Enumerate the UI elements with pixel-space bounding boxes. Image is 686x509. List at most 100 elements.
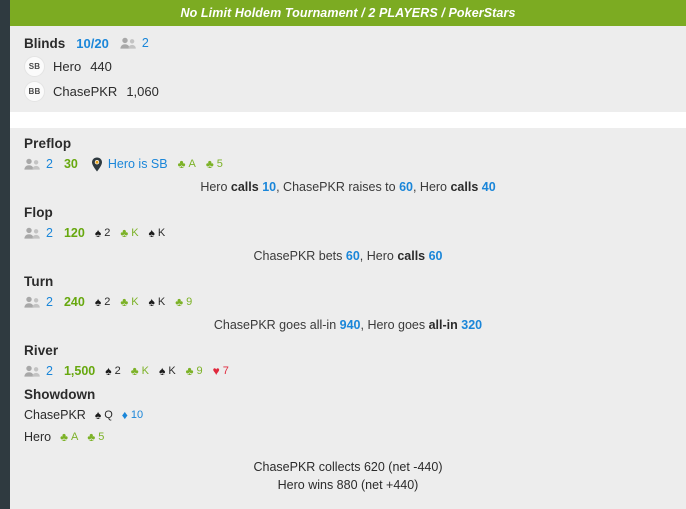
card: ♣ A [60, 431, 78, 443]
card-rank: K [141, 364, 149, 377]
board-cards: ♠ 2 ♣ K ♠ K ♣ 9 [85, 296, 192, 308]
seat-name-bb: ChasePKR [53, 84, 118, 99]
card: ♠ 2 [95, 227, 111, 239]
card: ♣ 9 [175, 296, 192, 308]
spade-icon: ♠ [94, 225, 102, 240]
heart-icon: ♥ [212, 363, 220, 378]
card: ♠ 2 [105, 365, 121, 377]
action-text: Hero calls 10, ChasePKR raises to 60, He… [200, 180, 496, 194]
spade-icon: ♠ [148, 225, 155, 240]
spade-icon: ♠ [105, 363, 112, 378]
street-title: Preflop [24, 136, 72, 151]
card: ♣ 9 [186, 365, 203, 377]
people-icon [24, 227, 41, 239]
left-rail [0, 0, 10, 509]
card: ♠ 2 [95, 296, 111, 308]
card-rank: 7 [222, 364, 229, 377]
spade-icon: ♠ [148, 294, 155, 309]
hero-hole-cards: ♣ A ♣ 5 [168, 158, 223, 170]
street-title: River [24, 343, 59, 358]
action-line: Hero calls 10, ChasePKR raises to 60, He… [10, 174, 686, 200]
street-title: Flop [24, 205, 53, 220]
club-icon: ♣ [87, 430, 96, 444]
street-info: 2 120 ♠ 2 ♣ K ♠ K [10, 222, 686, 243]
seat-stack-sb: 440 [90, 59, 112, 74]
card-rank: K [157, 226, 166, 239]
action-text: ChasePKR bets 60, Hero calls 60 [253, 249, 443, 263]
results-block: ChasePKR collects 620 (net -440) Hero wi… [10, 448, 686, 494]
street-preflop: Preflop 2 30 [10, 133, 686, 202]
board-cards: ♠ 2 ♣ K ♠ K ♣ 9 [95, 365, 229, 377]
card: ♣ K [120, 227, 138, 239]
position-note: Hero is SB [107, 156, 168, 171]
club-icon: ♣ [60, 430, 68, 444]
result-line: ChasePKR collects 620 (net -440) [253, 460, 443, 474]
spade-icon: ♠ [94, 294, 102, 309]
card: ♣ A [178, 158, 196, 170]
people-icon [24, 296, 41, 308]
club-icon: ♣ [185, 363, 194, 378]
club-icon: ♣ [120, 294, 129, 309]
showdown-player-name: ChasePKR [24, 408, 86, 422]
seat-row-sb: SB Hero 440 [10, 54, 686, 79]
seat-row-bb: BB ChasePKR 1,060 [10, 79, 686, 104]
blinds-player-count: 2 [141, 36, 149, 50]
club-icon: ♣ [175, 294, 184, 309]
street-pot: 30 [63, 156, 78, 171]
section-divider [10, 112, 686, 128]
board-cards: ♠ 2 ♣ K ♠ K [85, 227, 165, 239]
street-flop: Flop 2 120 ♠ [10, 202, 686, 271]
content-column: No Limit Holdem Tournament / 2 PLAYERS /… [10, 0, 686, 509]
card-rank: K [131, 226, 139, 239]
card-rank: A [188, 157, 196, 170]
card-rank: K [131, 295, 139, 308]
showdown-row-chasepkr: ChasePKR ♠ Q ♦ 10 [10, 404, 686, 426]
blinds-levels: 10/20 [76, 35, 109, 51]
street-pot: 120 [63, 225, 85, 240]
card-rank: 10 [130, 409, 144, 421]
street-info: 2 240 ♠ 2 ♣ K ♠ K [10, 291, 686, 312]
position-badge-bb: BB [24, 81, 45, 102]
card-rank: 5 [98, 431, 105, 443]
street-player-count: 2 [46, 225, 53, 240]
club-icon: ♣ [120, 225, 129, 240]
showdown-title: Showdown [24, 387, 96, 402]
street-info: 2 1,500 ♠ 2 ♣ K ♠ K [10, 360, 686, 381]
street-info: 2 30 Hero is SB ♣ [10, 153, 686, 174]
card-rank: K [157, 295, 166, 308]
card-rank: 9 [196, 364, 203, 377]
card: ♣ K [120, 296, 138, 308]
action-line: ChasePKR bets 60, Hero calls 60 [10, 243, 686, 269]
street-pot: 1,500 [63, 363, 96, 378]
street-player-count: 2 [46, 363, 53, 378]
seat-name-sb: Hero [53, 59, 82, 74]
card: ♣ K [131, 365, 149, 377]
card: ♠ K [149, 227, 166, 239]
streets-panel: Preflop 2 30 [10, 128, 686, 509]
club-icon: ♣ [130, 363, 139, 378]
card-rank: Q [104, 409, 113, 421]
card-rank: 2 [104, 226, 111, 239]
result-line: Hero wins 880 (net +440) [277, 478, 419, 492]
diamond-icon: ♦ [121, 408, 128, 422]
spade-icon: ♠ [158, 363, 166, 378]
card: ♣ 5 [87, 431, 104, 443]
card-rank: 2 [114, 364, 121, 377]
people-icon [24, 158, 41, 170]
blinds-label: Blinds [24, 35, 66, 51]
card: ♣ 5 [206, 158, 223, 170]
page-title: No Limit Holdem Tournament / 2 PLAYERS /… [180, 6, 516, 20]
card-rank: 9 [186, 295, 193, 308]
showdown-player-name: Hero [24, 430, 52, 444]
street-title: Turn [24, 274, 54, 289]
card: ♠ K [159, 365, 176, 377]
street-player-count: 2 [46, 294, 53, 309]
street-turn: Turn 2 240 ♠ [10, 271, 686, 340]
club-icon: ♣ [177, 156, 186, 171]
seat-stack-bb: 1,060 [126, 84, 159, 99]
card: ♠ K [149, 296, 166, 308]
street-pot: 240 [63, 294, 85, 309]
card-rank: A [70, 431, 79, 443]
showdown-cards: ♠ Q ♦ 10 [86, 409, 143, 421]
